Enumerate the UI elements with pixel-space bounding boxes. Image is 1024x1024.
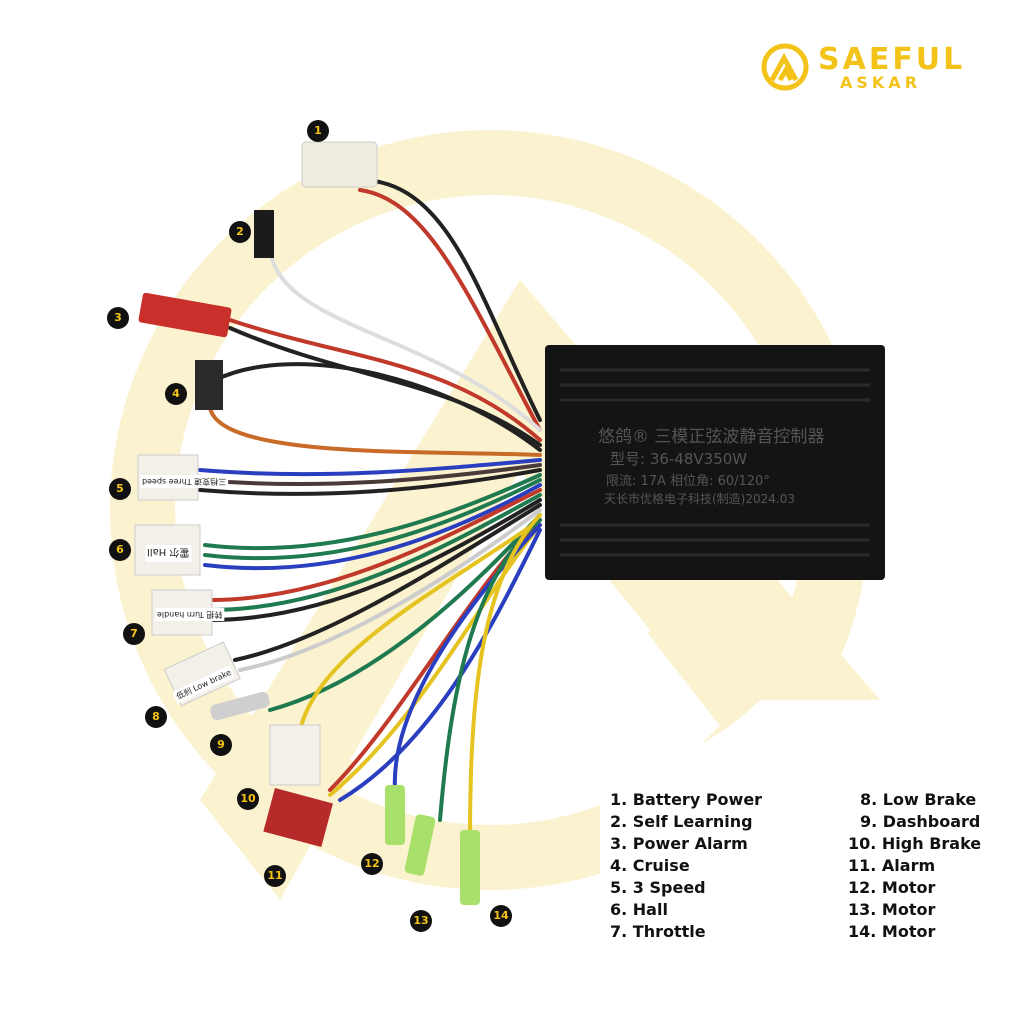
badge-4: 4 bbox=[165, 383, 187, 405]
badge-14: 14 bbox=[490, 905, 512, 927]
badge-11: 11 bbox=[264, 865, 286, 887]
legend-item: 10. High Brake bbox=[848, 834, 982, 853]
tag-throttle: 转把 Turn handle bbox=[155, 608, 225, 621]
controller-spec: 限流: 17A 相位角: 60/120° bbox=[606, 474, 770, 489]
badge-8: 8 bbox=[145, 706, 167, 728]
brand-name: SAEFUL bbox=[818, 42, 966, 77]
badge-12: 12 bbox=[361, 853, 383, 875]
badge-5: 5 bbox=[109, 478, 131, 500]
controller-maker: 天长市优格电子科技(制造)2024.03 bbox=[604, 492, 795, 506]
legend-left: 1. Battery Power 2. Self Learning 3. Pow… bbox=[610, 789, 762, 943]
legend-item: 14. Motor bbox=[848, 922, 936, 941]
legend-item: 5. 3 Speed bbox=[610, 878, 706, 897]
badge-10: 10 bbox=[237, 788, 259, 810]
badge-3: 3 bbox=[107, 307, 129, 329]
legend-item: 12. Motor bbox=[848, 878, 936, 897]
legend-item: 7. Throttle bbox=[610, 922, 706, 941]
brand-sub: ASKAR bbox=[840, 73, 922, 92]
tag-hall: 霍尔 Hall bbox=[145, 545, 192, 562]
tag-three-speed: 三档变速 Three speed bbox=[140, 475, 229, 488]
badge-2: 2 bbox=[229, 221, 251, 243]
controller-brand-line: 悠鸽® 三模正弦波静音控制器 bbox=[598, 427, 825, 447]
badge-6: 6 bbox=[109, 539, 131, 561]
legend-item: 11. Alarm bbox=[848, 856, 936, 875]
legend-item: 13. Motor bbox=[848, 900, 936, 919]
legend-item: 6. Hall bbox=[610, 900, 668, 919]
legend-item: 2. Self Learning bbox=[610, 812, 753, 831]
brand-logo: SAEFUL ASKAR bbox=[760, 40, 980, 100]
badge-7: 7 bbox=[123, 623, 145, 645]
legend-item: 9. Dashboard bbox=[860, 812, 981, 831]
badge-1: 1 bbox=[307, 120, 329, 142]
legend-right: 8. Low Brake 9. Dashboard 10. High Brake… bbox=[848, 789, 981, 943]
badge-9: 9 bbox=[210, 734, 232, 756]
legend-item: 3. Power Alarm bbox=[610, 834, 748, 853]
badge-13: 13 bbox=[410, 910, 432, 932]
controller-model: 型号: 36-48V350W bbox=[610, 450, 748, 468]
legend-item: 4. Cruise bbox=[610, 856, 690, 875]
legend-item: 1. Battery Power bbox=[610, 790, 763, 809]
legend-item: 8. Low Brake bbox=[860, 790, 977, 809]
brand-mountain-icon bbox=[761, 43, 809, 91]
